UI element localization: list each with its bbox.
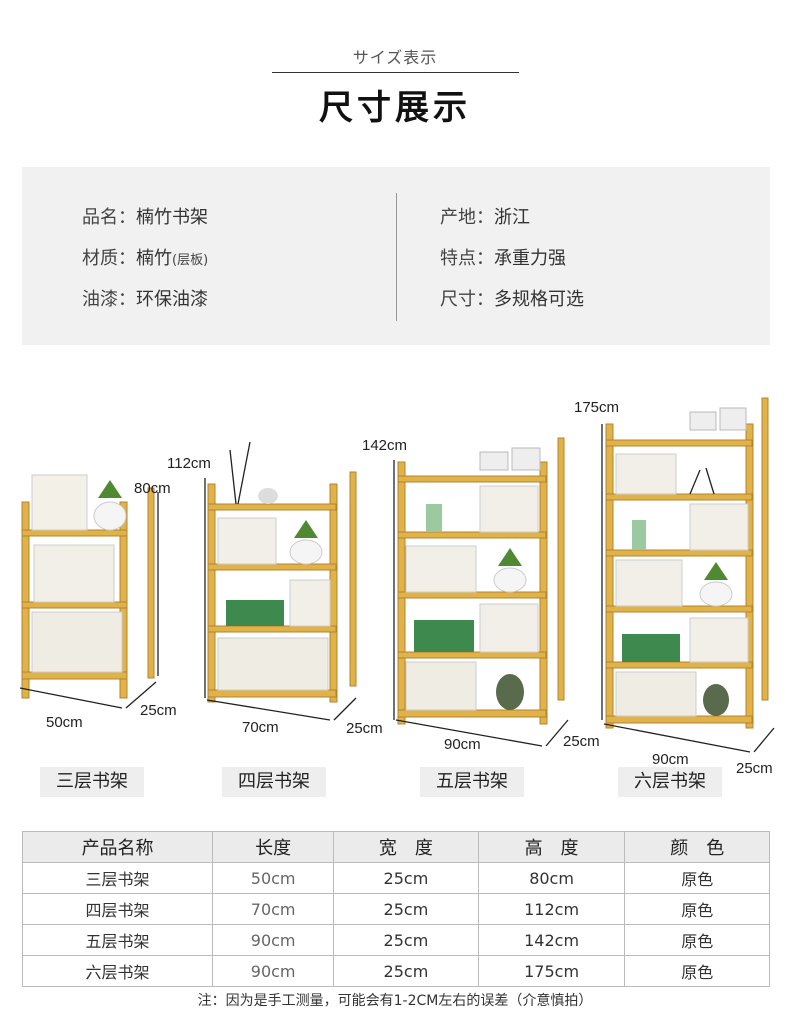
spec-product-name: 品名：楠竹书架 [82, 203, 208, 229]
cell-length: 50cm [212, 862, 335, 894]
product-label-5: 五层书架 [420, 767, 524, 797]
cell-name: 四层书架 [21, 893, 214, 925]
spec-key: 油漆： [82, 289, 136, 310]
dim-width-6: 25cm [736, 760, 773, 777]
size-table: 产品名称 长度 宽 度 高 度 颜 色 三层书架 50cm 25cm 80cm … [21, 831, 770, 987]
cell-name: 五层书架 [21, 924, 214, 956]
dim-length-5: 90cm [444, 736, 481, 753]
cell-length: 90cm [212, 924, 335, 956]
dim-length-6: 90cm [652, 751, 689, 768]
spec-value: 承重力强 [494, 248, 566, 269]
table-row: 三层书架 50cm 25cm 80cm 原色 [21, 862, 770, 894]
cell-length: 70cm [212, 893, 335, 925]
spec-material: 材质：楠竹(层板) [82, 244, 208, 270]
product-label-3: 三层书架 [40, 767, 144, 797]
table-row: 四层书架 70cm 25cm 112cm 原色 [21, 893, 770, 925]
cell-length: 90cm [212, 955, 335, 987]
cell-name: 三层书架 [21, 862, 214, 894]
spec-value: 楠竹书架 [136, 207, 208, 228]
dim-height-4: 112cm [167, 455, 211, 472]
spec-key: 特点： [440, 248, 494, 269]
dim-width-5: 25cm [563, 733, 600, 750]
cell-color: 原色 [624, 893, 770, 925]
footnote: 注：因为是手工测量，可能会有1-2CM左右的误差（介意慎拍） [197, 993, 593, 1009]
cell-width: 25cm [333, 924, 479, 956]
spec-value: 多规格可选 [494, 289, 584, 310]
spec-paint: 油漆：环保油漆 [82, 285, 208, 311]
dim-length-3: 50cm [46, 714, 83, 731]
header-color: 颜 色 [624, 831, 770, 863]
dim-height-5: 142cm [362, 437, 408, 454]
table-row: 五层书架 90cm 25cm 142cm 原色 [21, 924, 770, 956]
page-title: 尺寸展示 [319, 88, 471, 128]
header-width: 宽 度 [333, 831, 479, 863]
cell-width: 25cm [333, 955, 479, 987]
table-row: 六层书架 90cm 25cm 175cm 原色 [21, 955, 770, 987]
spec-value: 环保油漆 [136, 289, 208, 310]
spec-feature: 特点：承重力强 [440, 244, 566, 270]
product-label-6: 六层书架 [618, 767, 722, 797]
cell-height: 112cm [477, 893, 626, 925]
header-product-name: 产品名称 [21, 831, 214, 863]
header-height: 高 度 [477, 831, 626, 863]
cell-height: 142cm [477, 924, 626, 956]
cell-width: 25cm [333, 893, 479, 925]
spec-key: 尺寸： [440, 289, 494, 310]
spec-value: 浙江 [494, 207, 530, 228]
shelf-illustrations [19, 397, 775, 753]
shelf-4-tier-image [207, 441, 357, 703]
header-length: 长度 [212, 831, 335, 863]
dim-width-3: 25cm [140, 702, 177, 719]
dim-height-6: 175cm [574, 399, 620, 416]
spec-value: 楠竹 [136, 248, 172, 269]
cell-height: 80cm [477, 862, 626, 894]
shelf-5-tier-image [397, 437, 565, 725]
spec-note: (层板) [172, 253, 209, 268]
title-divider [272, 72, 519, 73]
product-label-4: 四层书架 [222, 767, 326, 797]
spec-key: 材质： [82, 248, 136, 269]
spec-key: 产地： [440, 207, 494, 228]
spec-panel: 品名：楠竹书架 材质：楠竹(层板) 油漆：环保油漆 产地：浙江 特点：承重力强 … [22, 167, 770, 345]
spec-key: 品名： [82, 207, 136, 228]
spec-divider [396, 193, 397, 321]
spec-size: 尺寸：多规格可选 [440, 285, 584, 311]
cell-color: 原色 [624, 924, 770, 956]
cell-height: 175cm [477, 955, 626, 987]
shelf-3-tier-image [21, 474, 155, 699]
dim-height-3: 80cm [134, 480, 171, 497]
cell-width: 25cm [333, 862, 479, 894]
dimension-lines [19, 424, 775, 753]
cell-name: 六层书架 [21, 955, 214, 987]
cell-color: 原色 [624, 955, 770, 987]
table-header-row: 产品名称 长度 宽 度 高 度 颜 色 [21, 831, 770, 863]
dim-width-4: 25cm [346, 720, 383, 737]
spec-origin: 产地：浙江 [440, 203, 530, 229]
dim-length-4: 70cm [242, 719, 279, 736]
shelf-6-tier-image [605, 397, 769, 729]
section-subtitle: サイズ表示 [352, 48, 438, 67]
cell-color: 原色 [624, 862, 770, 894]
